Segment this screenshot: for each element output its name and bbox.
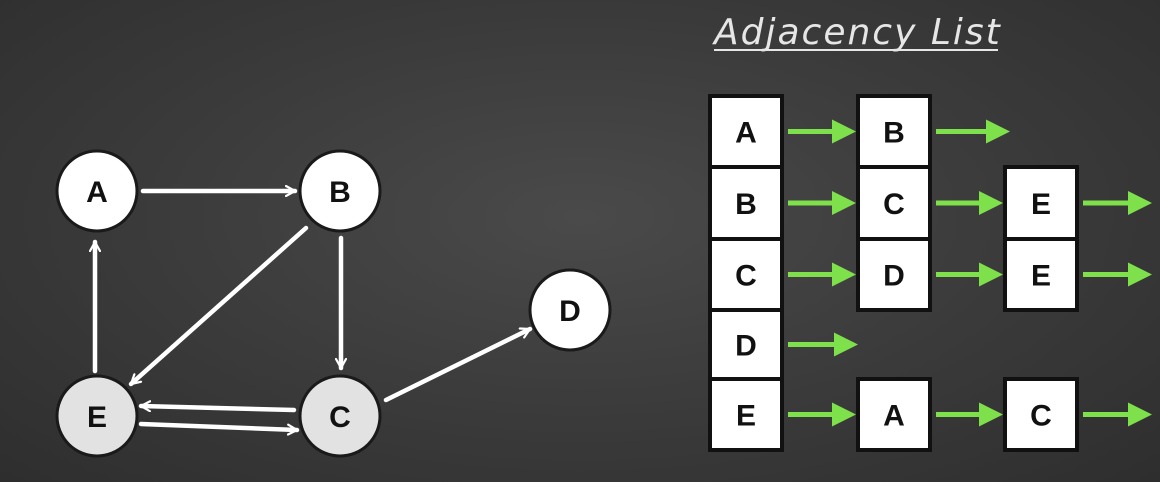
neighbor-cell-b-e: E xyxy=(1003,165,1079,241)
pointer-arrow xyxy=(936,191,1003,215)
adjacency-list-title: Adjacency List xyxy=(712,12,1002,53)
edge-b-to-e xyxy=(128,225,309,387)
cell-label: A xyxy=(735,117,757,150)
vertex-cell-a: A xyxy=(708,94,784,169)
cell-label: A xyxy=(883,400,905,433)
cell-label: B xyxy=(883,117,905,150)
pointer-arrow-end xyxy=(936,119,1010,144)
node-label: D xyxy=(559,295,581,328)
graph-nodes: A B C D E xyxy=(55,149,612,458)
node-label: B xyxy=(329,176,351,209)
graph-node-a: A xyxy=(55,149,139,233)
cell-label: E xyxy=(1031,260,1051,293)
vertex-cell-c: C xyxy=(708,237,784,312)
neighbor-cell-c-d: D xyxy=(856,237,932,312)
node-circle xyxy=(55,374,139,458)
graph-node-e: E xyxy=(55,374,139,458)
cell-label: B xyxy=(735,188,757,221)
edge-c-to-d xyxy=(383,326,533,403)
neighbor-cell-b-c: C xyxy=(856,165,932,241)
pointer-arrow-end xyxy=(788,332,858,357)
pointer-arrow xyxy=(788,119,856,144)
graph-node-b: B xyxy=(298,149,382,233)
vertex-cell-d: D xyxy=(708,308,784,381)
title-text: Adjacency List xyxy=(712,12,1002,53)
neighbor-cell-c-e: E xyxy=(1003,237,1079,312)
pointer-arrow xyxy=(788,262,856,287)
edge-c-to-e xyxy=(138,406,297,410)
pointer-arrow-end xyxy=(1083,191,1152,215)
node-circle xyxy=(55,149,139,233)
graph-node-d: D xyxy=(528,268,612,352)
cell-label: E xyxy=(736,400,756,433)
cell-label: D xyxy=(735,330,757,363)
vertex-cell-e: E xyxy=(708,377,784,452)
cell-label: D xyxy=(883,260,905,293)
vertex-cell-b: B xyxy=(708,165,784,241)
neighbor-cell-a-b: B xyxy=(856,94,932,169)
pointer-arrow xyxy=(788,402,856,427)
node-label: C xyxy=(329,401,351,434)
pointer-arrow xyxy=(788,191,856,215)
adjacency-list: A B B C E C D E D E A C xyxy=(708,94,1152,452)
node-label: A xyxy=(86,176,108,209)
pointer-arrow-end xyxy=(1083,262,1152,287)
pointer-arrow xyxy=(936,402,1003,427)
pointer-arrow-end xyxy=(1083,402,1152,427)
edge-e-to-c xyxy=(138,421,300,430)
cell-label: C xyxy=(883,188,905,221)
cell-label: C xyxy=(1030,400,1052,433)
neighbor-cell-e-c: C xyxy=(1003,377,1079,452)
cell-label: C xyxy=(735,260,757,293)
graph-edges xyxy=(95,191,533,430)
node-label: E xyxy=(87,401,107,434)
cell-label: E xyxy=(1031,188,1051,221)
node-circle xyxy=(528,268,612,352)
pointer-arrow xyxy=(936,262,1003,287)
node-circle xyxy=(298,149,382,233)
neighbor-cell-e-a: A xyxy=(856,377,932,452)
graph-node-c: C xyxy=(298,374,382,458)
node-circle xyxy=(298,374,382,458)
